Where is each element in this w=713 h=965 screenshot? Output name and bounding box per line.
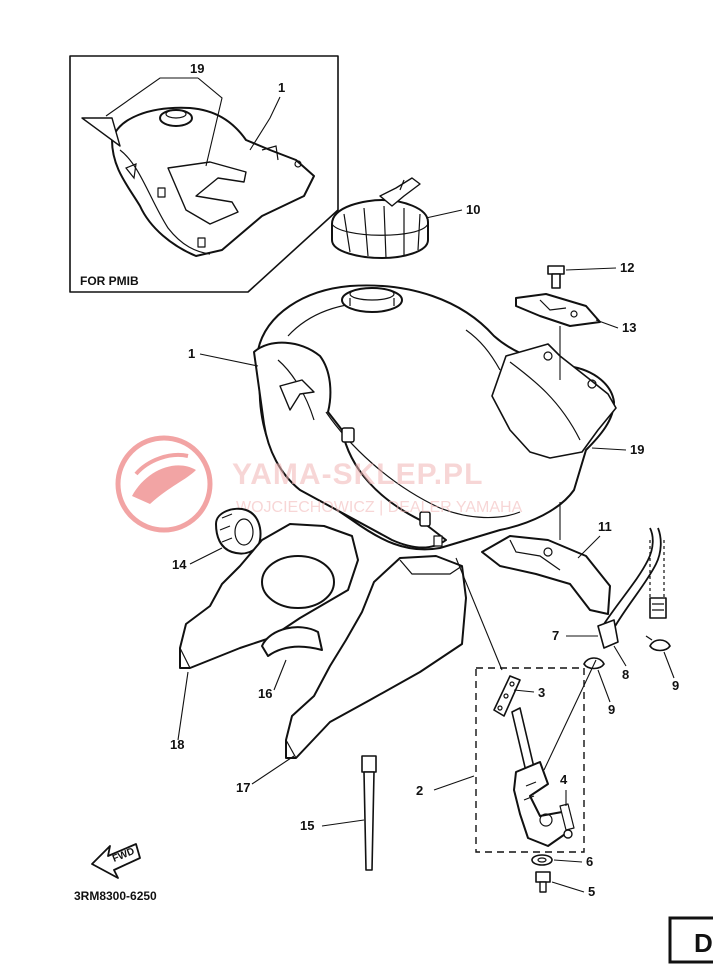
watermark-title: YAMA-SKLEP.PL xyxy=(232,458,483,491)
part-2-fuel-cock-assembly xyxy=(475,667,585,853)
corner-label-box: D xyxy=(668,916,713,964)
callout-19-main: 19 xyxy=(630,442,644,457)
callout-15: 15 xyxy=(300,818,314,833)
part-18-damper-pad xyxy=(179,523,359,669)
callout-10: 10 xyxy=(466,202,480,217)
callout-18: 18 xyxy=(170,737,184,752)
watermark: YAMA-SKLEP.PL WOJCIECHOWICZ | DEALER YAM… xyxy=(115,435,523,533)
callout-1-main: 1 xyxy=(188,346,195,361)
part-12-bolt xyxy=(547,265,565,289)
callout-8: 8 xyxy=(622,667,629,682)
part-16-cushion xyxy=(261,626,323,657)
callout-16: 16 xyxy=(258,686,272,701)
part-14-grommet xyxy=(215,507,262,555)
callout-5: 5 xyxy=(588,884,595,899)
callout-9-mid: 9 xyxy=(608,702,615,717)
part-1-fuel-tank xyxy=(253,284,615,551)
part-11-rear-bracket xyxy=(481,535,611,615)
callout-9-right: 9 xyxy=(672,678,679,693)
part-17-damper-pad xyxy=(285,555,467,759)
callout-3: 3 xyxy=(538,685,545,700)
callout-11: 11 xyxy=(598,519,612,534)
part-code: 3RM8300-6250 xyxy=(74,889,157,903)
part-10-fuel-cap xyxy=(331,177,429,259)
part-5-drain-bolt xyxy=(535,871,551,893)
part-4-screw xyxy=(559,803,575,839)
callout-1-inset: 1 xyxy=(278,80,285,95)
inset-caption: FOR PMIB xyxy=(80,274,139,288)
fwd-arrow-icon: FWD xyxy=(91,843,141,879)
corner-label: D xyxy=(694,928,713,958)
callout-13: 13 xyxy=(622,320,636,335)
inset-panel: 19 1 FOR PMIB xyxy=(69,55,339,293)
callout-7: 7 xyxy=(552,628,559,643)
part-8-fuel-hose xyxy=(603,527,667,629)
callout-2: 2 xyxy=(416,783,423,798)
callout-19-inset: 19 xyxy=(190,61,204,76)
watermark-subtitle: WOJCIECHOWICZ | DEALER YAMAHA xyxy=(236,499,523,516)
callout-4: 4 xyxy=(560,772,568,787)
part-15-cable-tie xyxy=(361,755,377,871)
part-3-gasket xyxy=(493,675,521,717)
part-9-hose-clip-mid xyxy=(583,657,605,670)
part-9-hose-clip-right xyxy=(645,635,671,652)
callout-12: 12 xyxy=(620,260,634,275)
inset-fuel-tank xyxy=(81,106,315,257)
part-13-bracket xyxy=(515,293,601,327)
callout-6: 6 xyxy=(586,854,593,869)
callout-14: 14 xyxy=(172,557,187,572)
part-7-hose-joint xyxy=(597,619,619,649)
callout-17: 17 xyxy=(236,780,250,795)
part-6-washer xyxy=(531,854,553,866)
